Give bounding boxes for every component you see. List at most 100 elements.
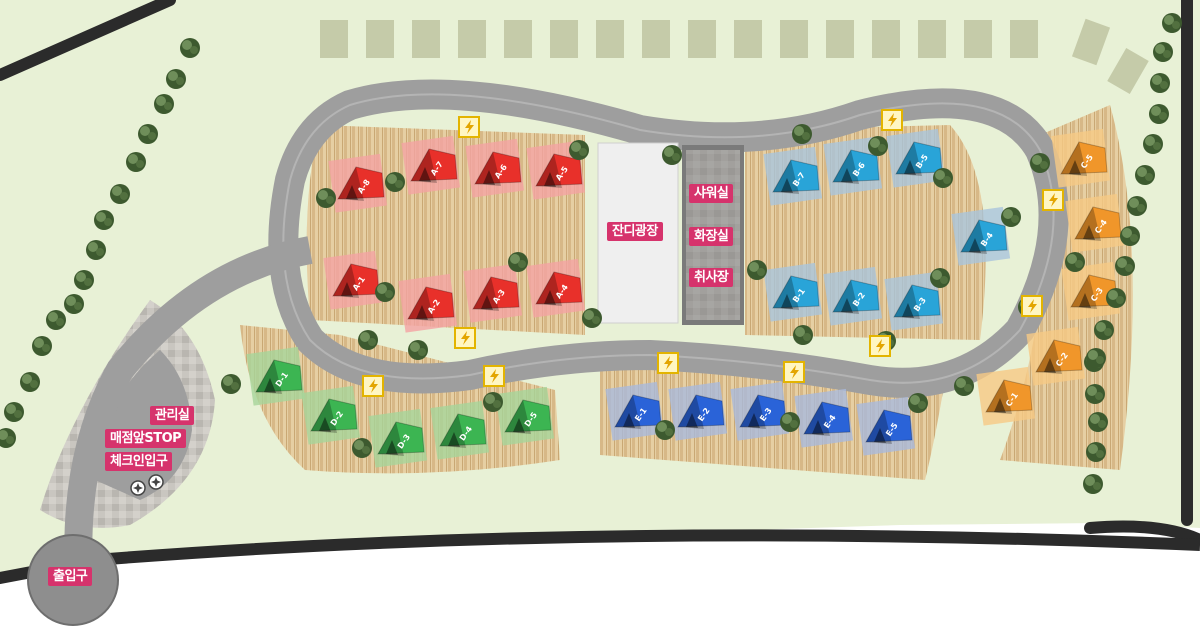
shrub-icon bbox=[1127, 196, 1147, 216]
shrub-icon bbox=[954, 376, 974, 396]
tent-site-c-4[interactable]: C-4 bbox=[1065, 193, 1125, 253]
tent-door bbox=[904, 160, 916, 175]
shrub-icon bbox=[1086, 348, 1106, 368]
tent-site-a-7[interactable]: A-7 bbox=[401, 135, 461, 195]
tent-site-b-2[interactable]: B-2 bbox=[823, 266, 883, 326]
tent-shadow bbox=[338, 167, 364, 201]
tent-door bbox=[781, 294, 793, 309]
tent-door bbox=[902, 303, 914, 318]
tent-site-c-1[interactable]: C-1 bbox=[976, 366, 1036, 426]
tent-shadow bbox=[378, 422, 404, 456]
tent-site-c-2[interactable]: C-2 bbox=[1026, 326, 1086, 386]
tent-site-c-3[interactable]: C-3 bbox=[1061, 261, 1121, 321]
tent-icon bbox=[439, 413, 487, 447]
shrub-icon bbox=[747, 260, 767, 280]
lawn-plaza-label: 잔디광장 bbox=[607, 222, 663, 241]
tent-shadow bbox=[473, 277, 499, 311]
tent-door bbox=[448, 432, 460, 447]
tent-site-d-1[interactable]: D-1 bbox=[246, 346, 306, 406]
tent-shadow bbox=[833, 280, 859, 314]
shrub-icon bbox=[64, 294, 84, 314]
tent-door bbox=[264, 378, 276, 393]
parking-area bbox=[320, 18, 1149, 94]
tent-icon bbox=[255, 359, 303, 393]
tent-door bbox=[969, 238, 981, 253]
tent-icon bbox=[772, 159, 820, 193]
tent-shadow bbox=[311, 399, 337, 433]
tent-site-e-4[interactable]: E-4 bbox=[794, 388, 854, 448]
shrub-icon bbox=[154, 94, 174, 114]
pinwheel-icon bbox=[130, 480, 146, 496]
tent-site-a-4[interactable]: A-4 bbox=[526, 258, 586, 318]
tent-shadow bbox=[333, 264, 359, 298]
tent-icon bbox=[895, 141, 943, 175]
shrub-icon bbox=[483, 392, 503, 412]
tent-site-b-1[interactable]: B-1 bbox=[763, 262, 823, 322]
tent-shadow bbox=[411, 149, 437, 183]
tent-site-b-5[interactable]: B-5 bbox=[886, 128, 946, 188]
tent-icon bbox=[337, 166, 385, 200]
shrub-icon bbox=[508, 252, 528, 272]
parking-space bbox=[596, 20, 624, 58]
lightning-bolt-icon bbox=[657, 352, 679, 374]
tent-site-a-1[interactable]: A-1 bbox=[323, 250, 383, 310]
tent-site-a-6[interactable]: A-6 bbox=[465, 138, 525, 198]
shrub-icon bbox=[1001, 207, 1021, 227]
tent-site-b-3[interactable]: B-3 bbox=[884, 271, 944, 331]
outside-area bbox=[95, 535, 1200, 641]
tent-site-e-5[interactable]: E-5 bbox=[856, 396, 916, 456]
tent-shadow bbox=[408, 287, 434, 321]
tent-icon bbox=[832, 149, 880, 183]
tent-site-a-8[interactable]: A-8 bbox=[328, 153, 388, 213]
shrub-icon bbox=[1085, 384, 1105, 404]
tent-site-d-4[interactable]: D-4 bbox=[430, 400, 490, 460]
tent-door bbox=[481, 295, 493, 310]
tent-site-a-2[interactable]: A-2 bbox=[398, 273, 458, 333]
lightning-bolt-icon bbox=[1021, 295, 1043, 317]
shrub-icon bbox=[316, 188, 336, 208]
shrub-icon bbox=[582, 308, 602, 328]
lightning-bolt-icon bbox=[783, 361, 805, 383]
tent-site-e-2[interactable]: E-2 bbox=[668, 381, 728, 441]
tent-icon bbox=[677, 394, 725, 428]
tent-icon bbox=[614, 394, 662, 428]
tent-site-b-4[interactable]: B-4 bbox=[951, 206, 1011, 266]
shrub-icon bbox=[908, 393, 928, 413]
tent-site-b-6[interactable]: B-6 bbox=[823, 136, 883, 196]
tent-icon bbox=[410, 148, 458, 182]
tent-site-e-3[interactable]: E-3 bbox=[730, 381, 790, 441]
lightning-bolt-icon bbox=[362, 375, 384, 397]
entrance-road bbox=[64, 236, 313, 592]
shrub-icon bbox=[86, 240, 106, 260]
tent-site-e-1[interactable]: E-1 bbox=[605, 381, 665, 441]
shrub-icon bbox=[1065, 252, 1085, 272]
tent-shadow bbox=[896, 142, 922, 176]
tent-shadow bbox=[773, 160, 799, 194]
tent-door bbox=[748, 413, 760, 428]
shrub-icon bbox=[1088, 412, 1108, 432]
shrub-icon bbox=[569, 140, 589, 160]
tent-door bbox=[416, 305, 428, 320]
shrub-icon bbox=[1149, 104, 1169, 124]
tent-site-d-3[interactable]: D-3 bbox=[368, 408, 428, 468]
shrub-icon bbox=[655, 420, 675, 440]
tent-icon bbox=[1074, 206, 1122, 240]
kitchen-label: 취사장 bbox=[689, 268, 734, 287]
power-layer bbox=[362, 109, 1064, 397]
tent-shadow bbox=[804, 402, 830, 436]
tent-site-a-3[interactable]: A-3 bbox=[463, 263, 523, 323]
tent-site-a-5[interactable]: A-5 bbox=[526, 140, 586, 200]
shrub-icon bbox=[221, 374, 241, 394]
shrub-icon bbox=[74, 270, 94, 290]
tent-icon bbox=[1070, 274, 1118, 308]
shrub-icon bbox=[385, 172, 405, 192]
tent-site-d-2[interactable]: D-2 bbox=[301, 385, 361, 445]
tent-site-d-5[interactable]: D-5 bbox=[495, 386, 555, 446]
tent-icon bbox=[407, 286, 455, 320]
office-label: 관리실 bbox=[150, 406, 195, 425]
tent-site-c-5[interactable]: C-5 bbox=[1051, 128, 1111, 188]
tent-site-b-7[interactable]: B-7 bbox=[763, 146, 823, 206]
tent-icon bbox=[739, 394, 787, 428]
parking-space bbox=[734, 20, 762, 58]
